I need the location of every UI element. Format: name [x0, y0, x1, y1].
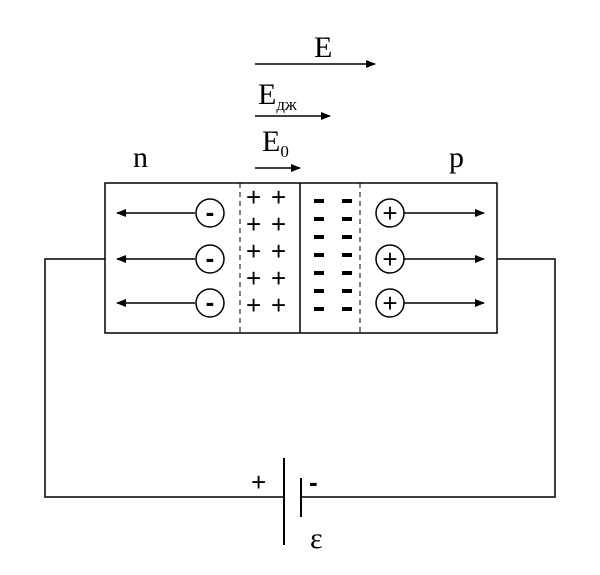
- semiconductor-crystal: [104, 182, 498, 334]
- hole-circle: [375, 198, 405, 228]
- donor-ion: +: [246, 236, 261, 266]
- acceptor-ion: [314, 289, 324, 293]
- donor-ion: +: [246, 182, 261, 212]
- donor-ions: + + + + + + + + + +: [246, 182, 286, 320]
- hole-sign: +: [382, 288, 397, 318]
- battery-icon: + - ε: [251, 458, 323, 555]
- donor-ion: +: [271, 209, 286, 239]
- n-region-label: n: [133, 141, 148, 174]
- donor-ion: +: [246, 263, 261, 293]
- field-Edzh-label: Eдж: [258, 78, 297, 114]
- acceptor-ion: [314, 271, 324, 275]
- donor-ion: +: [271, 182, 286, 212]
- field-vector-E: E: [255, 31, 376, 68]
- field-E0-main: E: [262, 125, 280, 158]
- acceptor-ion: [342, 289, 352, 293]
- donor-ion: +: [271, 236, 286, 266]
- p-region-label: p: [449, 141, 464, 174]
- electron-circle: [195, 198, 225, 228]
- acceptor-ion: [314, 217, 324, 221]
- acceptor-ion: [314, 235, 324, 239]
- acceptor-ions: [314, 199, 352, 311]
- donor-ion: +: [246, 209, 261, 239]
- donor-ion: +: [271, 263, 286, 293]
- wire-right: [301, 258, 556, 498]
- field-Edzh-subscript: дж: [276, 95, 297, 114]
- field-E0-subscript: 0: [280, 142, 289, 161]
- acceptor-ion: [342, 271, 352, 275]
- acceptor-ion: [342, 199, 352, 203]
- wire-left: [44, 258, 284, 498]
- field-vector-E0: E0: [255, 125, 301, 172]
- acceptor-ion: [314, 307, 324, 311]
- acceptor-ion: [342, 235, 352, 239]
- acceptor-ion: [342, 217, 352, 221]
- field-vector-Edzh: Eдж: [255, 78, 331, 120]
- acceptor-ion: [342, 253, 352, 257]
- hole-circle: [375, 288, 405, 318]
- hole-circle: [375, 244, 405, 274]
- hole-sign: +: [382, 198, 397, 228]
- hole-sign: +: [382, 244, 397, 274]
- electron-row: -: [116, 287, 225, 318]
- field-Edzh-main: E: [258, 78, 276, 111]
- electron-sign: -: [206, 287, 215, 317]
- acceptor-ion: [314, 199, 324, 203]
- hole-row: +: [375, 198, 485, 228]
- electron-row: -: [116, 243, 225, 274]
- electron-sign: -: [206, 243, 215, 273]
- hole-row: +: [375, 244, 485, 274]
- electron-row: -: [116, 197, 225, 228]
- electron-sign: -: [206, 197, 215, 227]
- external-circuit: [44, 258, 556, 498]
- electron-circle: [195, 244, 225, 274]
- field-E0-label: E0: [262, 125, 289, 161]
- field-E-label: E: [314, 31, 332, 64]
- acceptor-ion: [314, 253, 324, 257]
- battery-minus-sign: -: [309, 467, 318, 497]
- crystal-outline: [104, 182, 498, 334]
- battery-plus-sign: +: [251, 467, 266, 497]
- hole-row: +: [375, 288, 485, 318]
- electron-circle: [195, 288, 225, 318]
- emf-label: ε: [310, 522, 323, 555]
- donor-ion: +: [246, 290, 261, 320]
- acceptor-ion: [342, 307, 352, 311]
- donor-ion: +: [271, 290, 286, 320]
